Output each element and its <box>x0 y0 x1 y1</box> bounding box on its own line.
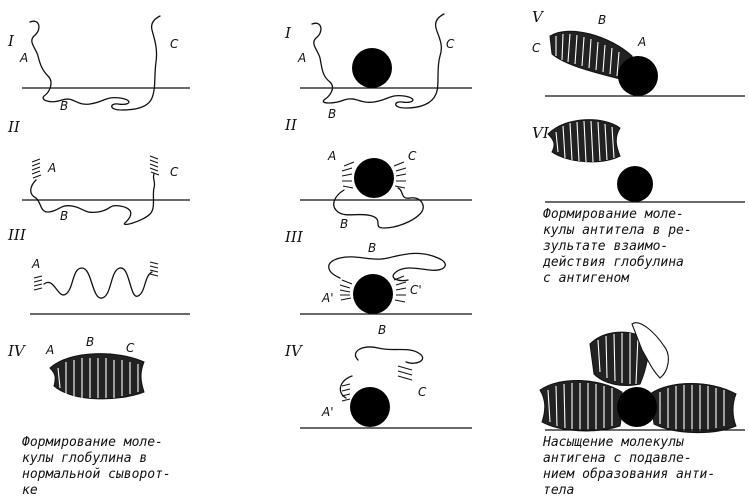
antigen-ball-right-1 <box>618 56 658 96</box>
caption-left-line-1: Формирование моле- <box>22 435 163 450</box>
antigen-ball-mid-3 <box>353 274 393 314</box>
letter-a-right: A <box>637 35 646 49</box>
antigen-ball-mid-2 <box>354 158 394 198</box>
released-antibody-molecule <box>547 119 621 163</box>
globulin-chain-mid-1 <box>311 13 445 109</box>
antigen-ball-right-2 <box>617 166 653 202</box>
caption-left-line-2: кулы глобулина в <box>22 451 147 466</box>
coil-a-mid-4 <box>341 383 351 402</box>
letter-c-right: C <box>532 41 541 55</box>
letter-a-prime-mid-4: A' <box>321 405 334 419</box>
caption-right-top-line-2: кулы антитела в ре- <box>543 223 692 238</box>
letter-b-mid-2: B <box>340 217 348 231</box>
stage-label-iv-mid: IV <box>284 342 304 360</box>
globulin-chain-wavy <box>43 267 153 299</box>
antigen-ball-mid-1 <box>352 48 392 88</box>
caption-right-top: Формирование моле- кулы антитела в ре- з… <box>542 207 692 286</box>
letter-a-mid-2: A <box>327 149 336 163</box>
globulin-chain-partial <box>30 173 156 226</box>
left-column: I II A B C III A B C A IV A B C Формиров… <box>7 15 190 498</box>
globulin-chain-mid-4 <box>354 346 424 364</box>
folded-globulin-molecule <box>49 353 145 400</box>
coil-c-mid-3 <box>393 275 407 303</box>
globulin-chain-mid-2 <box>333 187 424 229</box>
letter-b-mid-4: B <box>378 323 386 337</box>
letter-b-4: B <box>86 335 94 349</box>
stage-label-i-mid: I <box>284 24 292 42</box>
stage-label-v: V <box>532 8 545 26</box>
coil-a-mid-2 <box>341 161 355 189</box>
globulin-chain-mid-4b <box>339 375 353 399</box>
letter-b-2: B <box>60 209 68 223</box>
caption-right-top-line-3: зультате взаимо- <box>543 239 668 254</box>
letter-c-1: C <box>170 37 179 51</box>
right-column: V B C A VI Формирование моле- кулы антит… <box>532 8 745 498</box>
letter-a-prime-mid-3: A' <box>321 291 334 305</box>
coil-c-mid-2 <box>393 161 407 189</box>
coil-a-2 <box>31 158 42 179</box>
caption-left-line-4: ке <box>22 483 38 498</box>
caption-left-line-3: нормальной сыворот- <box>22 467 171 482</box>
stage-label-ii: II <box>7 118 21 136</box>
middle-column: I II A B C III A B C B A' C' IV B C <box>284 13 472 429</box>
caption-right-top-line-5: с антигеном <box>543 271 630 286</box>
saturated-antigen-cluster <box>539 322 737 433</box>
stage-label-i: I <box>7 32 15 50</box>
letter-b-right: B <box>598 13 606 27</box>
letter-c-mid-2: C <box>408 149 417 163</box>
letter-b-mid-3: B <box>368 241 376 255</box>
globulin-chain-unfolded <box>29 15 161 111</box>
caption-right-bottom-line-4: тела <box>543 483 574 498</box>
letter-c-2: C <box>170 165 179 179</box>
coil-a-mid-3 <box>339 279 353 301</box>
caption-right-bottom-line-2: антигена с подавле- <box>543 451 692 466</box>
stage-label-iii-mid: III <box>284 228 304 246</box>
letter-c-mid-4: C <box>418 385 427 399</box>
letter-a-4: A <box>45 343 54 357</box>
coil-c-3 <box>149 261 159 277</box>
letter-c-4: C <box>126 341 135 355</box>
caption-right-bottom: Насыщение молекулы антигена с подавле- н… <box>542 435 715 498</box>
letter-a-1: A <box>19 51 28 65</box>
letter-a-3: A <box>31 257 40 271</box>
stage-label-iv: IV <box>7 342 27 360</box>
antigen-ball-right-3 <box>617 387 657 427</box>
stage-label-iii: III <box>7 226 27 244</box>
stage-label-ii-mid: II <box>284 116 298 134</box>
letter-a-2: A <box>47 161 56 175</box>
globulin-chain-mid-3 <box>328 252 446 282</box>
letter-a-mid-1: A <box>297 51 306 65</box>
letter-c-prime-mid-3: C' <box>410 283 422 297</box>
coil-a-3 <box>33 275 43 291</box>
caption-right-top-line-1: Формирование моле- <box>543 207 684 222</box>
caption-left: Формирование моле- кулы глобулина в норм… <box>22 435 171 498</box>
letter-b-1: B <box>60 99 68 113</box>
coil-c-mid-4 <box>397 365 413 381</box>
caption-right-bottom-line-1: Насыщение молекулы <box>542 435 684 450</box>
antigen-ball-mid-4 <box>350 387 390 427</box>
coil-c-2 <box>149 155 160 176</box>
stage-label-vi: VI <box>532 124 550 142</box>
caption-right-top-line-4: действия глобулина <box>542 255 684 270</box>
letter-c-mid-1: C <box>446 37 455 51</box>
letter-b-mid-1: B <box>328 107 336 121</box>
caption-right-bottom-line-3: нием образования анти- <box>543 467 715 482</box>
